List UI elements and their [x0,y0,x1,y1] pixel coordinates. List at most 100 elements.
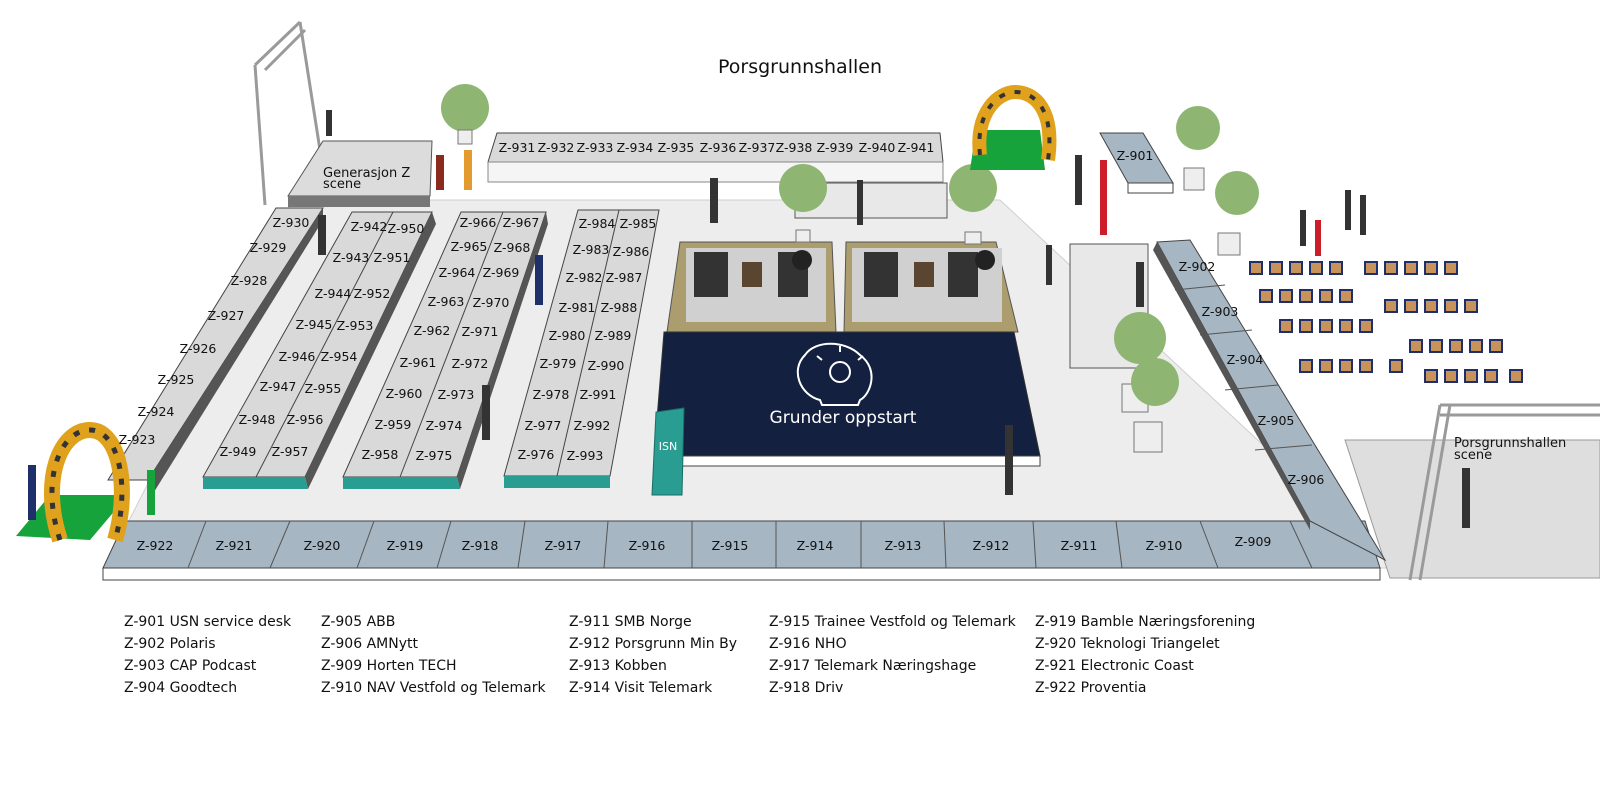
booth-label: Z-975 [416,448,453,463]
strip-c-labels: Z-966 Z-965 Z-964 Z-963 Z-962 Z-961 Z-96… [362,215,540,463]
lounge-furniture [694,250,995,297]
booth-label: Z-931 [499,140,536,155]
grunder-oppstart-stage [653,331,1041,457]
booth-label: Z-938 [776,140,813,155]
legend-item: Z-921 Electronic Coast [1035,658,1194,674]
strip-b-labels: Z-942 Z-950 Z-951 Z-952 Z-953 Z-954 Z-95… [220,219,425,459]
legend-column-5: Z-919 Bamble Næringsforening Z-920 Tekno… [1035,611,1255,699]
legend-column-1: Z-901 USN service desk Z-902 Polaris Z-9… [124,611,291,699]
booth-label: Z-916 [629,538,666,553]
booth-label: Z-947 [260,379,297,394]
booth-label: Z-917 [545,538,582,553]
booth-label: Z-989 [595,328,632,343]
booth-label: Z-946 [279,349,316,364]
legend-item: Z-906 AMNytt [321,636,418,652]
strip-c-front [343,477,460,489]
porsgrunnshallen-scene-floor [1344,439,1600,579]
booth-label: Z-902 [1179,259,1216,274]
bottom-row-dividers [187,520,1313,569]
booth-label: Z-911 [1061,538,1098,553]
booth-label: Z-936 [700,140,737,155]
legend-item: Z-902 Polaris [124,636,216,652]
booth-label: Z-903 [1202,304,1239,319]
legend-column-2: Z-905 ABB Z-906 AMNytt Z-909 Horten TECH… [321,611,546,699]
scene-truss-left [253,20,322,206]
balloon-arch-top [970,84,1057,170]
booth-label: Z-934 [617,140,654,155]
legend-item: Z-918 Driv [769,680,844,696]
booth-label: Z-963 [428,294,465,309]
booth-label: Z-965 [451,239,488,254]
strip-d-front [504,476,610,488]
booth-label: Z-921 [216,538,253,553]
generasjon-z-stage-front [288,196,430,207]
legend-item: Z-920 Teknologi Triangelet [1035,636,1220,652]
porsgrunnshallen-scene-label-line2: scene [1454,448,1492,463]
legend-item: Z-919 Bamble Næringsforening [1035,614,1256,630]
right-row-labels: Z-902 Z-903 Z-904 Z-905 Z-906 Z-901 [1117,148,1325,487]
booth-label: Z-932 [538,140,575,155]
booth-label: Z-937 [739,140,776,155]
booth-label: Z-948 [239,412,276,427]
booth-label: Z-959 [375,417,412,432]
booth-label: Z-964 [439,265,476,280]
isn-rollup-banner [651,407,685,496]
booth-label: Z-904 [1227,352,1264,367]
booth-label: Z-910 [1146,538,1183,553]
booth-label: Z-952 [354,286,391,301]
grunder-oppstart-stage-front [653,455,1041,467]
booth-label: Z-909 [1235,534,1272,549]
booth-label: Z-950 [388,221,425,236]
booth-label: Z-958 [362,447,399,462]
booth-label: Z-980 [549,328,586,343]
booth-label: Z-939 [817,140,854,155]
generasjon-z-scene-label-line1: Generasjon Z [323,166,410,181]
legend-item: Z-909 Horten TECH [321,658,457,674]
booth-label: Z-922 [137,538,174,553]
legend-item: Z-916 NHO [769,636,847,652]
legend-item: Z-914 Visit Telemark [569,680,713,696]
booth-label: Z-929 [250,240,287,255]
booth-label: Z-942 [351,219,388,234]
booth-label: Z-984 [579,216,616,231]
legend-column-3: Z-911 SMB Norge Z-912 Porsgrunn Min By Z… [569,611,737,699]
booth-label: Z-918 [462,538,499,553]
booth-label: Z-954 [321,349,358,364]
booth-label: Z-912 [973,538,1010,553]
booth-label: Z-919 [387,538,424,553]
booth-label: Z-935 [658,140,695,155]
booth-label: Z-985 [620,216,657,231]
strip-a-side [148,208,323,492]
potted-plants [441,84,1259,453]
legend-column-4: Z-915 Trainee Vestfold og Telemark Z-916… [769,611,1016,699]
porsgrunnshallen-scene-label-line1: Porsgrunnshallen [1454,436,1566,451]
booth-label: Z-930 [273,215,310,230]
booth-label: Z-915 [712,538,749,553]
right-row-side [1153,242,1310,530]
isn-banner-text: ISN [659,440,677,453]
strip-d-labels: Z-984 Z-983 Z-982 Z-981 Z-980 Z-979 Z-97… [518,216,657,463]
floor-plan: Grunder oppstart ISN [16,20,1600,581]
legend-item: Z-901 USN service desk [124,614,292,630]
booth-label: Z-966 [460,215,497,230]
strip-a-labels: Z-930 Z-929 Z-928 Z-927 Z-926 Z-925 Z-92… [119,215,310,447]
booth-label: Z-986 [613,244,650,259]
legend-item: Z-912 Porsgrunn Min By [569,636,738,652]
booth-label: Z-960 [386,386,423,401]
scene-truss-right [1408,403,1600,581]
booth-label: Z-920 [304,538,341,553]
booth-label: Z-955 [305,381,342,396]
legend-item: Z-915 Trainee Vestfold og Telemark [769,614,1016,630]
strip-b-front [203,477,308,489]
legend-item: Z-910 NAV Vestfold og Telemark [321,680,546,696]
hall-title: Porsgrunnshallen [718,56,882,78]
legend-item: Z-913 Kobben [569,658,667,674]
booth-label: Z-914 [797,538,834,553]
booth-label: Z-906 [1288,472,1325,487]
booth-label: Z-944 [315,286,352,301]
booth-label: Z-956 [287,412,324,427]
booth-label: Z-983 [573,242,610,257]
top-row-labels: Z-931 Z-932 Z-933 Z-934 Z-935 Z-936 Z-93… [499,140,935,155]
booth-label: Z-991 [580,387,617,402]
booth-label: Z-962 [414,323,451,338]
